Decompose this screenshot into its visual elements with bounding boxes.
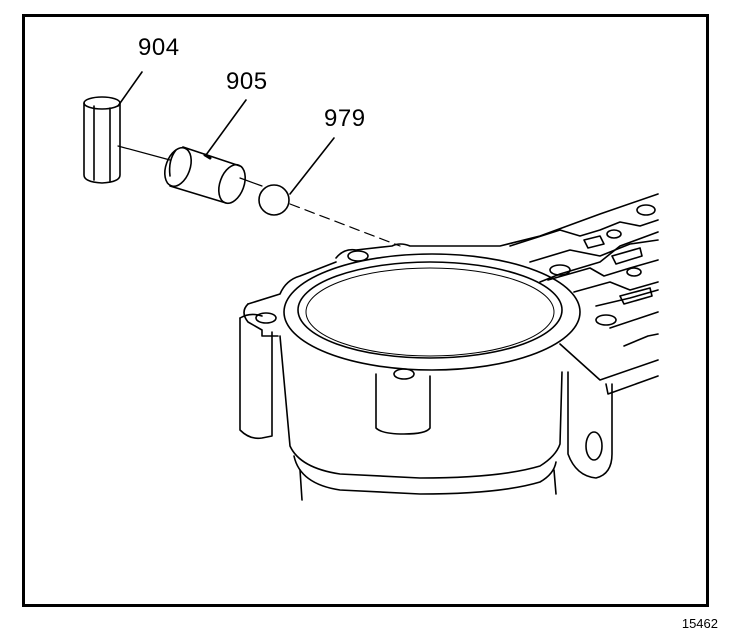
part-905-sleeve: [164, 146, 246, 205]
diagram-frame: [22, 14, 709, 607]
part-979-ball: [258, 184, 290, 216]
leader-904: [117, 71, 143, 107]
assembly-axis-line: [117, 145, 171, 161]
valve-body-housing: [239, 193, 659, 501]
figure-number: 15462: [681, 616, 718, 631]
part-904-pin: [83, 96, 121, 184]
callout-905: 905: [226, 68, 268, 95]
leader-979: [289, 137, 335, 195]
leader-905: [205, 99, 247, 156]
assembly-axis-line-3: [289, 203, 401, 247]
assembly-axis-line-2: [239, 177, 263, 187]
callout-904: 904: [138, 34, 180, 61]
callout-979: 979: [324, 105, 366, 132]
